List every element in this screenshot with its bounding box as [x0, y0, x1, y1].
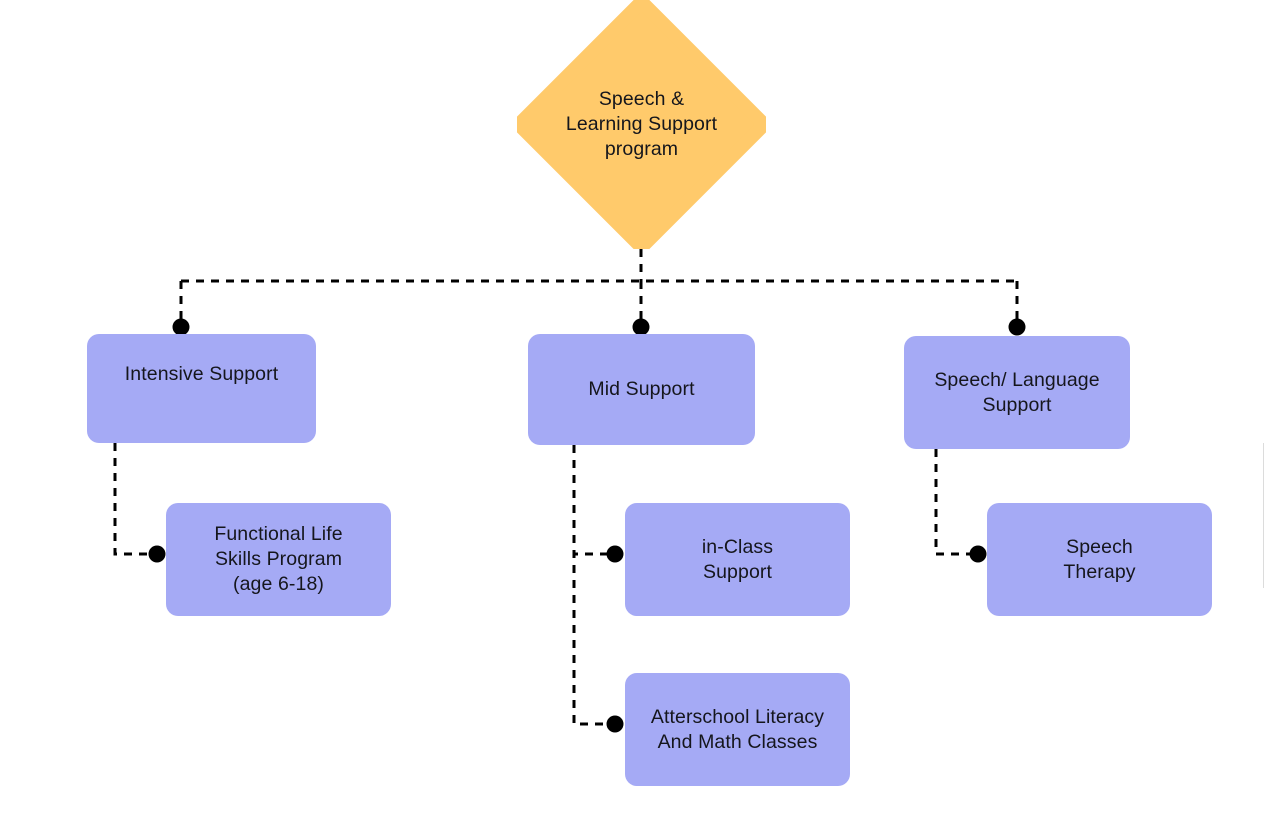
- connector-elbow-functional-life-skills: [113, 443, 150, 556]
- connector-elbow-speech-therapy: [934, 449, 971, 556]
- connector-endpoint-dot: [606, 715, 624, 733]
- node-intensive-support[interactable]: Intensive Support: [87, 334, 316, 443]
- canvas-right-edge: [1263, 443, 1264, 588]
- connector-endpoint-dot: [632, 318, 650, 336]
- node-speech-therapy[interactable]: Speech Therapy: [987, 503, 1212, 616]
- node-mid-support-label: Mid Support: [588, 378, 695, 401]
- node-atterschool-literacy-and-math-classes[interactable]: Atterschool Literacy And Math Classes: [625, 673, 850, 786]
- node-speech-language-support-label: Speech/ Language Support: [934, 368, 1100, 416]
- node-speech-therapy-label: Speech Therapy: [1063, 535, 1136, 583]
- connector-elbow-atterschool: [572, 445, 608, 726]
- connector-endpoint-dot: [172, 318, 190, 336]
- connector-endpoint-dot: [969, 545, 987, 563]
- node-intensive-support-label: Intensive Support: [124, 363, 279, 385]
- diamond-shape: [517, 0, 766, 249]
- connector-elbow-in-class-support: [572, 445, 608, 556]
- node-mid-support[interactable]: Mid Support: [528, 334, 755, 445]
- node-in-class-support-label: in-Class Support: [701, 535, 774, 583]
- node-in-class-support[interactable]: in-Class Support: [625, 503, 850, 616]
- connector-endpoint-dot: [148, 545, 166, 563]
- node-functional-life-skills-program[interactable]: Functional Life Skills Program (age 6-18…: [166, 503, 391, 616]
- connector-endpoint-dot: [1008, 318, 1026, 336]
- node-speech-language-support[interactable]: Speech/ Language Support: [904, 336, 1130, 449]
- node-root-speech-learning-support[interactable]: Speech & Learning Support program: [517, 0, 766, 249]
- node-root-label: Speech & Learning Support program: [565, 88, 718, 160]
- connector-endpoint-dot: [606, 545, 624, 563]
- node-functional-life-skills-program-label: Functional Life Skills Program (age 6-18…: [214, 523, 343, 595]
- node-atterschool-literacy-and-math-classes-label: Atterschool Literacy And Math Classes: [650, 705, 825, 753]
